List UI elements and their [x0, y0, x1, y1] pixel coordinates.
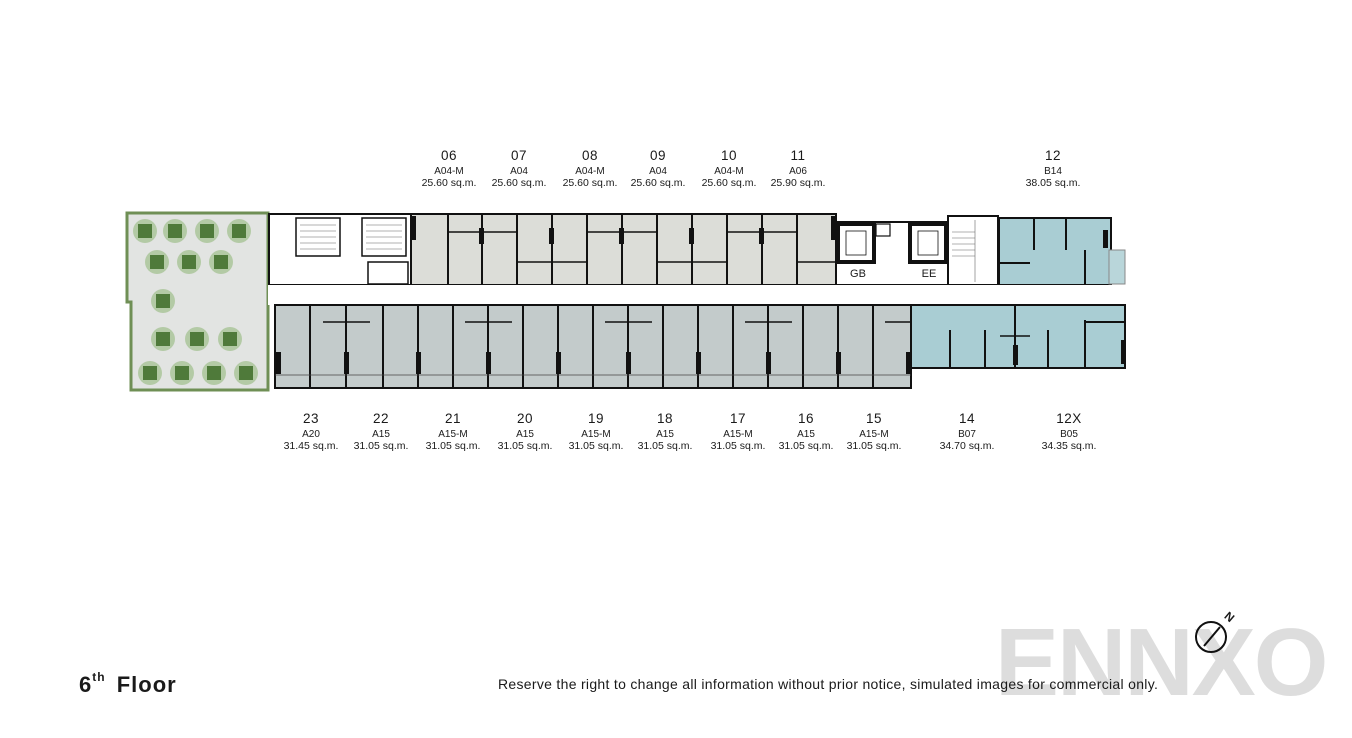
unit-area: 31.05 sq.m. — [637, 440, 693, 453]
unit-type: A04-M — [714, 165, 744, 177]
unit-type: A04 — [649, 165, 667, 177]
unit-number: 08 — [581, 148, 599, 163]
unit-number: 11 — [790, 148, 806, 163]
stair-core-right — [947, 215, 999, 286]
unit-label-12[interactable]: 12 B14 38.05 sq.m. — [1008, 148, 1098, 189]
unit-label-08[interactable]: 08 A04-M 25.60 sq.m. — [545, 148, 635, 189]
top-units — [410, 213, 837, 286]
unit-type: B07 — [958, 428, 976, 440]
unit-area: 38.05 sq.m. — [1025, 177, 1081, 190]
floor-number: 6 — [79, 672, 93, 697]
unit-type: A04-M — [434, 165, 464, 177]
unit-label-15[interactable]: 15 A15-M 31.05 sq.m. — [829, 411, 919, 452]
tree-icon — [133, 219, 258, 385]
unit-label-14[interactable]: 14 B07 34.70 sq.m. — [922, 411, 1012, 452]
stair-core-left — [268, 213, 412, 286]
unit-area: 25.60 sq.m. — [630, 177, 686, 190]
unit-area: 34.35 sq.m. — [1041, 440, 1097, 453]
unit-area: 25.60 sq.m. — [701, 177, 757, 190]
unit-type: A15-M — [859, 428, 889, 440]
unit-area: 25.90 sq.m. — [770, 177, 826, 190]
unit-type: A15-M — [581, 428, 611, 440]
unit-number: 23 — [302, 411, 320, 426]
unit-number: 20 — [516, 411, 534, 426]
gb-room-label: GB — [850, 268, 866, 280]
unit-area: 34.70 sq.m. — [939, 440, 995, 453]
unit-label-12x[interactable]: 12X B05 34.35 sq.m. — [1024, 411, 1114, 452]
disclaimer-text: Reserve the right to change all informat… — [498, 676, 1159, 692]
unit-number: 15 — [865, 411, 883, 426]
unit-label-19[interactable]: 19 A15-M 31.05 sq.m. — [551, 411, 641, 452]
unit-number: 10 — [720, 148, 738, 163]
unit-area: 31.05 sq.m. — [353, 440, 409, 453]
unit-label-11[interactable]: 11 A06 25.90 sq.m. — [753, 148, 843, 189]
unit-type: A04 — [510, 165, 528, 177]
unit-area: 25.60 sq.m. — [491, 177, 547, 190]
unit-number: 22 — [372, 411, 390, 426]
unit-number: 21 — [444, 411, 462, 426]
unit-area: 31.05 sq.m. — [568, 440, 624, 453]
unit-number: 16 — [797, 411, 815, 426]
watermark-logo: ENNXO — [995, 609, 1328, 716]
unit-number: 12 — [1044, 148, 1062, 163]
unit-number: 17 — [729, 411, 747, 426]
unit-type: A15-M — [723, 428, 753, 440]
unit-number: 07 — [510, 148, 528, 163]
unit-label-06[interactable]: 06 A04-M 25.60 sq.m. — [404, 148, 494, 189]
unit-type: A15 — [372, 428, 390, 440]
unit-label-07[interactable]: 07 A04 25.60 sq.m. — [474, 148, 564, 189]
unit-number: 19 — [587, 411, 605, 426]
unit-label-20[interactable]: 20 A15 31.05 sq.m. — [480, 411, 570, 452]
unit-area: 31.05 sq.m. — [778, 440, 834, 453]
unit-type: B05 — [1060, 428, 1078, 440]
unit-number: 14 — [958, 411, 976, 426]
unit-label-23[interactable]: 23 A20 31.45 sq.m. — [266, 411, 356, 452]
unit-12-plan — [998, 217, 1126, 286]
unit-area: 25.60 sq.m. — [562, 177, 618, 190]
floor-suffix: th — [92, 670, 106, 684]
unit-label-16[interactable]: 16 A15 31.05 sq.m. — [761, 411, 851, 452]
unit-type: A04-M — [575, 165, 605, 177]
unit-type: A06 — [789, 165, 807, 177]
north-compass-icon: N — [1192, 609, 1242, 658]
unit-number: 12X — [1056, 411, 1082, 426]
unit-label-21[interactable]: 21 A15-M 31.05 sq.m. — [408, 411, 498, 452]
unit-type: A20 — [302, 428, 320, 440]
bottom-units — [274, 304, 912, 389]
unit-label-22[interactable]: 22 A15 31.05 sq.m. — [336, 411, 426, 452]
unit-area: 31.05 sq.m. — [846, 440, 902, 453]
unit-label-09[interactable]: 09 A04 25.60 sq.m. — [613, 148, 703, 189]
lift-core — [835, 221, 949, 286]
unit-area: 25.60 sq.m. — [421, 177, 477, 190]
bottom-units-teal — [910, 304, 1126, 369]
unit-number: 18 — [656, 411, 674, 426]
unit-label-18[interactable]: 18 A15 31.05 sq.m. — [620, 411, 710, 452]
floor-label: Floor — [116, 672, 177, 697]
unit-number: 09 — [649, 148, 667, 163]
unit-type: A15 — [797, 428, 815, 440]
unit-area: 31.05 sq.m. — [497, 440, 553, 453]
garden-terrace — [125, 211, 270, 392]
corridor — [268, 285, 1128, 305]
unit-label-10[interactable]: 10 A04-M 25.60 sq.m. — [684, 148, 774, 189]
unit-type: A15 — [516, 428, 534, 440]
unit-area: 31.45 sq.m. — [283, 440, 339, 453]
floor-title: 6th Floor — [79, 670, 177, 698]
unit-type: A15-M — [438, 428, 468, 440]
unit-type: B14 — [1044, 165, 1062, 177]
unit-area: 31.05 sq.m. — [425, 440, 481, 453]
ee-room-label: EE — [921, 268, 937, 280]
unit-number: 06 — [440, 148, 458, 163]
unit-type: A15 — [656, 428, 674, 440]
unit-area: 31.05 sq.m. — [710, 440, 766, 453]
unit-label-17[interactable]: 17 A15-M 31.05 sq.m. — [693, 411, 783, 452]
